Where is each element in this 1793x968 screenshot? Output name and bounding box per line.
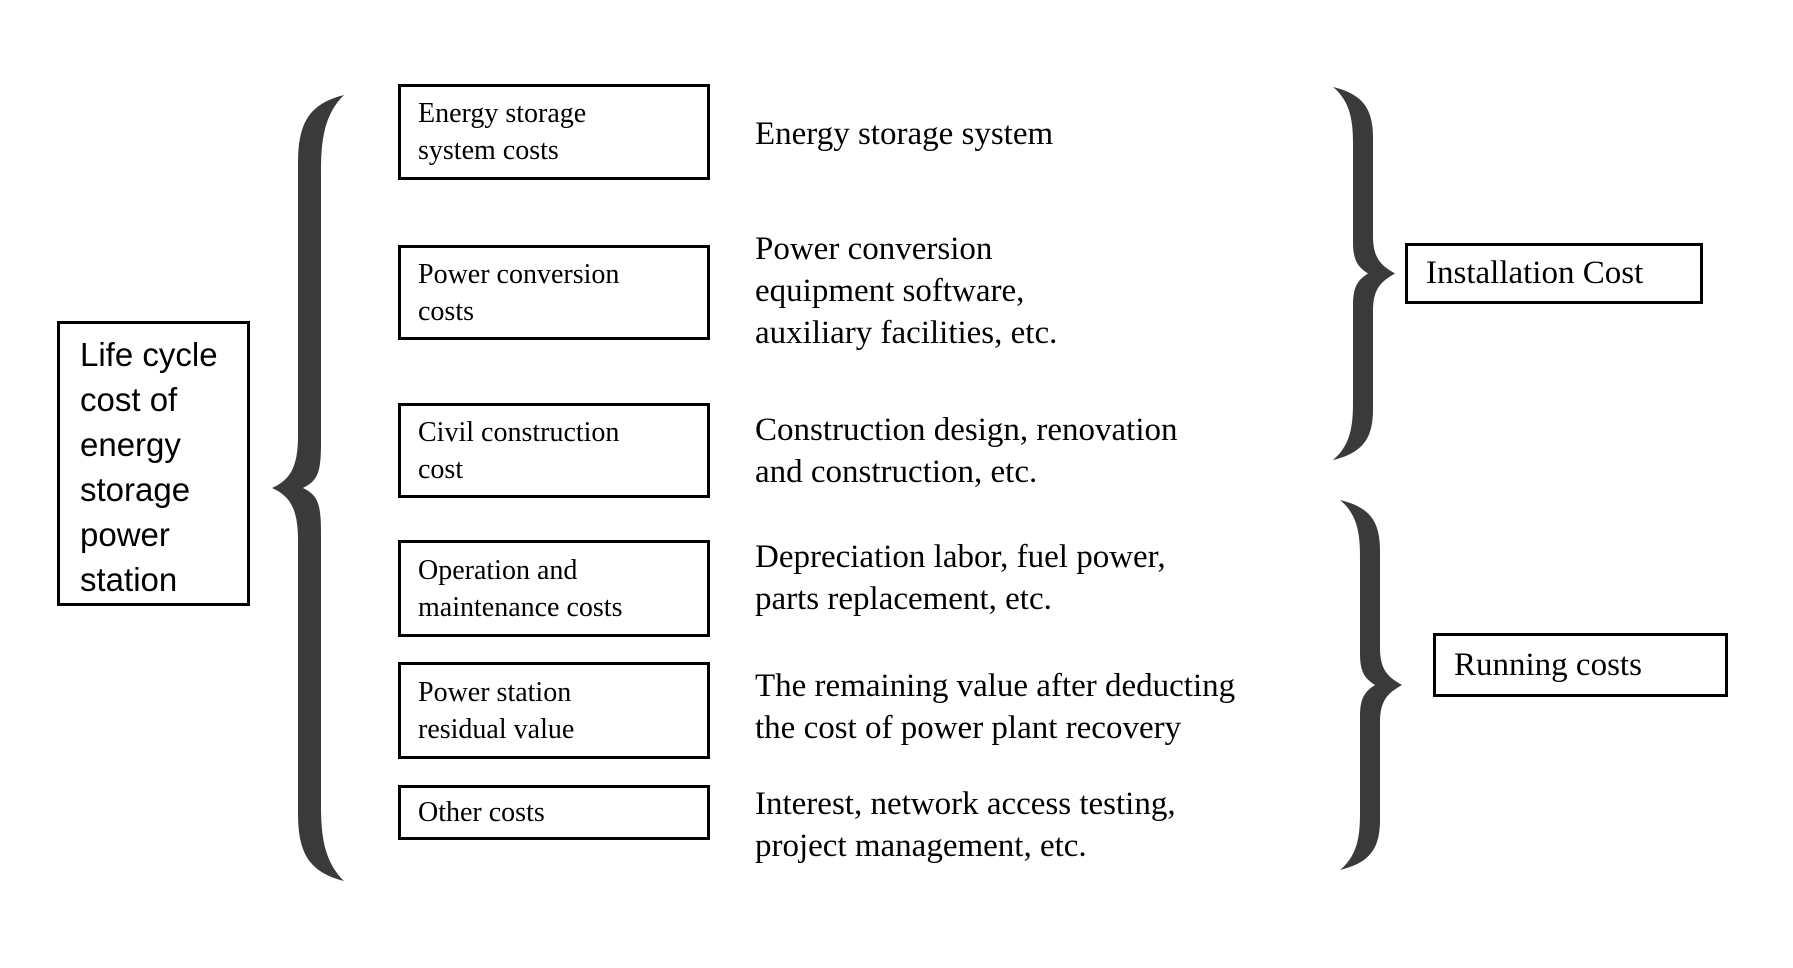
box-energy-storage-system-costs: Energy storage system costs: [398, 84, 710, 180]
running-group-brace: [1340, 500, 1402, 870]
box-power-station-residual-value: Power station residual value: [398, 662, 710, 759]
desc-interest-network-access: Interest, network access testing, projec…: [755, 786, 1176, 864]
desc-power-conversion-equipment: Power conversion equipment software, aux…: [755, 231, 1058, 351]
installation-cost-box: Installation Cost: [1405, 243, 1703, 304]
box-civil-construction-cost: Civil construction cost: [398, 403, 710, 498]
desc-construction-design: Construction design, renovation and cons…: [755, 412, 1178, 490]
desc-depreciation-labor: Depreciation labor, fuel power, parts re…: [755, 539, 1166, 617]
installation-group-brace: [1333, 87, 1395, 460]
desc-remaining-value: The remaining value after deducting the …: [755, 668, 1236, 746]
root-cost-box: Life cycle cost of energy storage power …: [57, 321, 250, 606]
desc-energy-storage-system: Energy storage system: [755, 116, 1054, 152]
left-curly-brace: [272, 95, 344, 881]
box-operation-maintenance-costs: Operation and maintenance costs: [398, 540, 710, 637]
box-power-conversion-costs: Power conversion costs: [398, 245, 710, 340]
running-costs-box: Running costs: [1433, 633, 1728, 697]
box-other-costs: Other costs: [398, 785, 710, 840]
